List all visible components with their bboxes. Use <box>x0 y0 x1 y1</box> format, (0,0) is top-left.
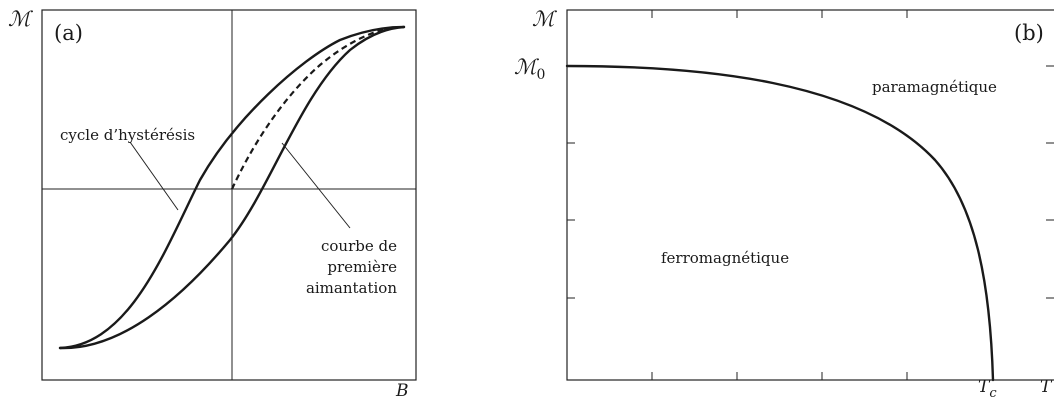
tc-symbol: T <box>978 377 991 397</box>
panel-a-x-axis-label: B <box>395 381 409 398</box>
panel-b-x-axis-label: T <box>1040 377 1053 397</box>
panel-b-label: (b) <box>1014 21 1044 45</box>
m0-label: ℳ0 <box>514 55 545 83</box>
panel-a-y-axis-symbol: ℳ <box>8 7 34 31</box>
first-magnetization-curve <box>231 26 391 190</box>
panel-b-y-axis-symbol: ℳ <box>532 7 558 31</box>
panel-b: (b) ℳ ℳ0 Tc T paramagnétique ferromagnét… <box>514 7 1054 398</box>
first-curve-label-line-1: courbe de <box>321 237 397 255</box>
hysteresis-label: cycle d’hystérésis <box>60 126 195 144</box>
first-curve-label-line-2: première <box>327 258 397 276</box>
paramagnetic-region-label: paramagnétique <box>872 78 997 96</box>
tc-subscript: c <box>989 386 997 398</box>
first-curve-leader-line <box>281 142 351 229</box>
m0-symbol: ℳ <box>514 55 540 79</box>
m0-subscript: 0 <box>536 67 545 83</box>
panel-a: (a) ℳ B cycle d’hystérésis courbe de pre… <box>8 7 417 398</box>
panel-b-frame <box>566 9 1054 381</box>
panel-a-label: (a) <box>54 21 83 45</box>
ferromagnetic-region-label: ferromagnétique <box>661 249 789 267</box>
hysteresis-upper-branch <box>58 25 406 350</box>
tc-label: Tc <box>978 377 997 398</box>
hysteresis-leader-line <box>129 141 179 211</box>
hysteresis-lower-branch <box>58 25 406 350</box>
panel-a-frame <box>41 9 417 381</box>
magnetization-curve <box>565 64 995 382</box>
first-curve-label-line-3: aimantation <box>306 279 397 297</box>
